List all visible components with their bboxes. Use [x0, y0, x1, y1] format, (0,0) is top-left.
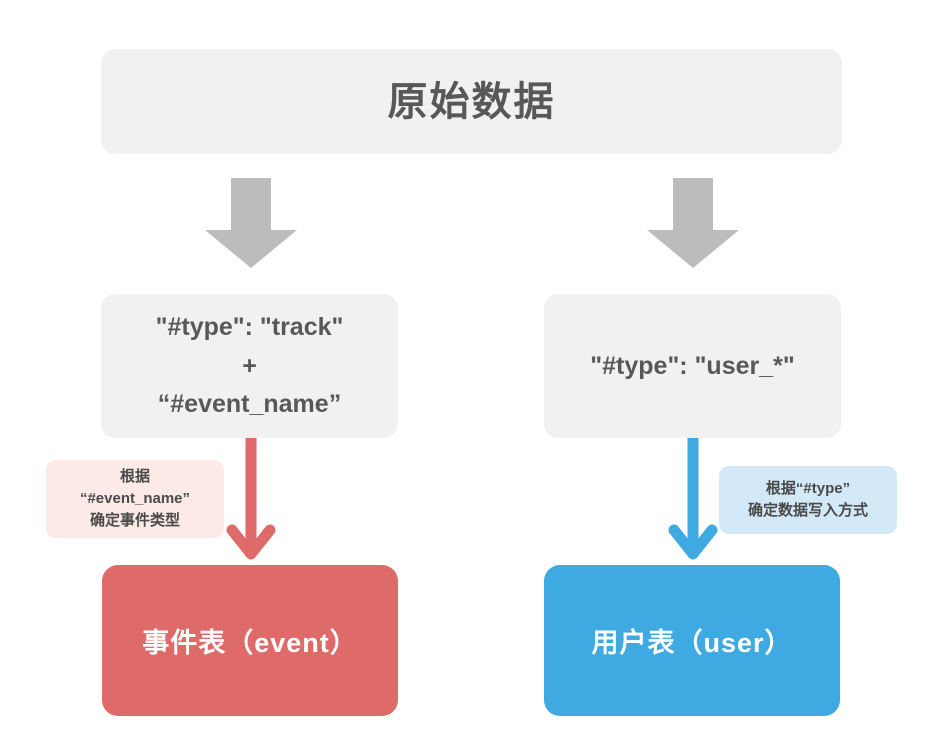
annotation-user-rule-line1: 根据“#type”	[765, 480, 851, 498]
red-down-arrow-icon	[226, 438, 276, 560]
annotation-event-rule-line1: 根据	[119, 468, 150, 486]
annotation-user-rule-line2: 确定数据写入方式	[747, 502, 868, 519]
node-condition-user-line1: "#type": "user_*"	[590, 351, 795, 380]
node-table-user-label: 用户表（user）	[591, 628, 793, 658]
gray-block-arrow-left-icon	[205, 178, 297, 268]
annotation-event-rule-line2: “#event_name”	[79, 490, 191, 508]
node-condition-event-line3: “#event_name”	[157, 390, 342, 419]
node-raw-data: 原始数据	[101, 49, 842, 154]
node-table-event: 事件表（event）	[102, 565, 398, 716]
node-raw-data-label: 原始数据	[387, 79, 556, 124]
node-condition-event: "#type": "track" + “#event_name”	[101, 294, 398, 438]
annotation-event-rule: 根据 “#event_name” 确定事件类型	[46, 460, 224, 538]
blue-down-arrow-icon	[668, 438, 718, 560]
node-table-event-label: 事件表（event）	[142, 628, 358, 658]
node-condition-user: "#type": "user_*"	[544, 294, 841, 438]
node-table-user: 用户表（user）	[544, 565, 840, 716]
annotation-event-rule-line3: 确定事件类型	[89, 511, 180, 529]
gray-block-arrow-right-icon	[647, 178, 739, 268]
annotation-user-rule: 根据“#type” 确定数据写入方式	[719, 466, 897, 534]
node-condition-event-line1: "#type": "track"	[155, 312, 344, 341]
node-condition-event-line2: +	[242, 351, 257, 380]
